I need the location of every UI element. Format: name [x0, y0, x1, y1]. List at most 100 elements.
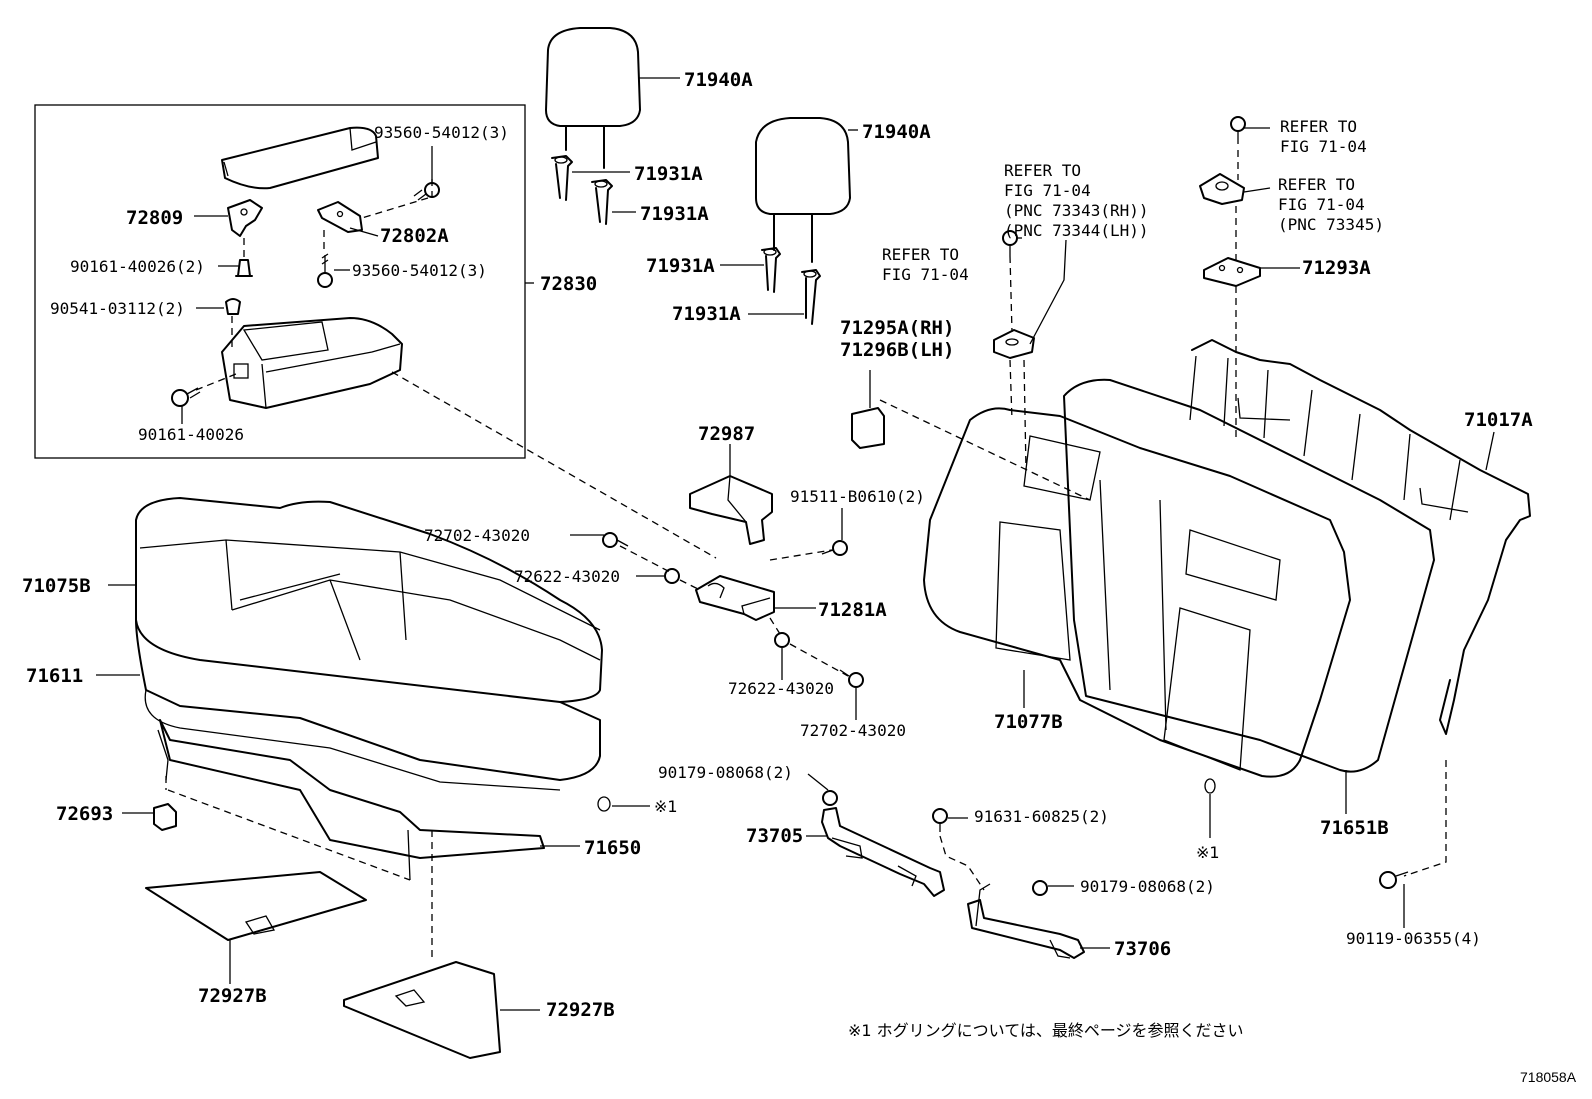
- hog-ring-mark: ※1: [654, 797, 678, 816]
- clip-71295A: [851, 407, 885, 449]
- label-90161-40026: 90161-40026: [138, 425, 244, 444]
- label-73706: 73706: [1114, 938, 1171, 960]
- bolt-icon: [1379, 871, 1409, 889]
- screw-icon: [171, 387, 201, 407]
- seat-cushion-pad-71611: [135, 619, 601, 791]
- label-71651B: 71651B: [1320, 817, 1389, 839]
- clip-72693: [153, 803, 177, 831]
- screw-icon: [317, 253, 333, 288]
- headrest-guide: [591, 179, 613, 225]
- hinge-72809: [227, 199, 263, 237]
- nut-icon: [774, 632, 790, 648]
- floor-mat-72927B-1: [145, 871, 367, 941]
- bolt-icon: [839, 669, 864, 688]
- armrest-lid: [221, 126, 379, 190]
- refer-to-label: FIG 71-04: [1004, 181, 1091, 200]
- label-72987: 72987: [698, 423, 755, 445]
- nut-icon: [664, 568, 680, 584]
- hog-ring-icon: [597, 796, 611, 812]
- hook-bracket: [993, 329, 1035, 359]
- label-71077B: 71077B: [994, 711, 1063, 733]
- refer-to-label: REFER TO: [1280, 117, 1357, 136]
- label-71650: 71650: [584, 837, 641, 859]
- refer-to-label: FIG 71-04: [1280, 137, 1367, 156]
- headrest-left: [545, 27, 641, 169]
- bracket-72987: [689, 475, 773, 545]
- label-71931A: 71931A: [634, 163, 703, 185]
- label-71296B: 71296B(LH): [840, 339, 954, 361]
- hog-ring-icon: [1204, 778, 1216, 794]
- label-72702-43020: 72702-43020: [424, 526, 530, 545]
- refer-to-label: (PNC 73344(LH)): [1004, 221, 1149, 240]
- label-71075B: 71075B: [22, 575, 91, 597]
- seatback-frame-71017A: [1189, 339, 1531, 735]
- label-71940A: 71940A: [862, 121, 931, 143]
- label-73705: 73705: [746, 825, 803, 847]
- floor-mat-72927B-2: [343, 961, 501, 1059]
- label-71931A: 71931A: [646, 255, 715, 277]
- label-72622-43020: 72622-43020: [728, 679, 834, 698]
- headrest-right: [755, 117, 851, 263]
- bolt-icon: [821, 540, 848, 556]
- label-72702-43020: 72702-43020: [800, 721, 906, 740]
- bolt-icon: [932, 808, 948, 832]
- headrest-guide: [551, 155, 573, 201]
- label-71931A: 71931A: [672, 303, 741, 325]
- label-72622-43020: 72622-43020: [514, 567, 620, 586]
- label-90161-40026-2: 90161-40026(2): [70, 257, 205, 276]
- armrest-body: [221, 317, 403, 409]
- label-72802A: 72802A: [380, 225, 449, 247]
- label-91511-B0610: 91511-B0610(2): [790, 487, 925, 506]
- seat-cushion-cover-71075B: [135, 497, 603, 703]
- label-93560-54012: 93560-54012(3): [374, 123, 509, 142]
- label-91631-60825: 91631-60825(2): [974, 807, 1109, 826]
- plate-71293A: [1203, 257, 1261, 287]
- bolt-icon: [1230, 116, 1246, 144]
- label-71293A: 71293A: [1302, 257, 1371, 279]
- label-71931A: 71931A: [640, 203, 709, 225]
- clip-icon: [235, 259, 253, 277]
- label-72927B: 72927B: [546, 999, 615, 1021]
- label-93560-54012: 93560-54012(3): [352, 261, 487, 280]
- label-90119-06355: 90119-06355(4): [1346, 929, 1481, 948]
- headrest-guide: [761, 247, 781, 293]
- label-71611: 71611: [26, 665, 83, 687]
- clip-icon: [225, 298, 241, 315]
- bolt-icon: [602, 532, 629, 548]
- headrest-guide: [801, 269, 821, 325]
- refer-to-label: (PNC 73345): [1278, 215, 1384, 234]
- label-71295A: 71295A(RH): [840, 317, 954, 339]
- refer-to-label: FIG 71-04: [882, 265, 969, 284]
- refer-to-label: REFER TO: [1004, 161, 1081, 180]
- label-90179-08068: 90179-08068(2): [1080, 877, 1215, 896]
- rail-73706: [967, 883, 1085, 959]
- label-90541-03112: 90541-03112(2): [50, 299, 185, 318]
- hog-ring-note: ※1 ホグリングについては、最終ページを参照ください: [848, 1021, 1244, 1040]
- label-72927B: 72927B: [198, 985, 267, 1007]
- refer-to-label: REFER TO: [1278, 175, 1355, 194]
- nut-icon: [1032, 880, 1048, 896]
- label-72809: 72809: [126, 207, 183, 229]
- screw-icon: [413, 182, 440, 201]
- refer-to-label: FIG 71-04: [1278, 195, 1365, 214]
- seatback-pad-71651B: [1063, 378, 1435, 773]
- armrest-detail-box: [34, 104, 526, 459]
- label-71281A: 71281A: [818, 599, 887, 621]
- bracket-72802A: [317, 201, 363, 233]
- bracket-71281A: [695, 575, 775, 621]
- label-72830: 72830: [540, 273, 597, 295]
- rail-73705: [821, 807, 945, 897]
- nut-icon: [822, 790, 838, 806]
- hog-ring-mark: ※1: [1196, 843, 1220, 862]
- refer-to-label: (PNC 73343(RH)): [1004, 201, 1149, 220]
- label-72693: 72693: [56, 803, 113, 825]
- seatback-cover-71077B: [923, 407, 1351, 778]
- label-71940A: 71940A: [684, 69, 753, 91]
- label-90179-08068: 90179-08068(2): [658, 763, 793, 782]
- figure-id: 718058A: [1520, 1069, 1577, 1085]
- refer-to-label: REFER TO: [882, 245, 959, 264]
- label-71017A: 71017A: [1464, 409, 1533, 431]
- hook-bracket: [1199, 173, 1245, 205]
- seat-frame-71650: [157, 719, 545, 881]
